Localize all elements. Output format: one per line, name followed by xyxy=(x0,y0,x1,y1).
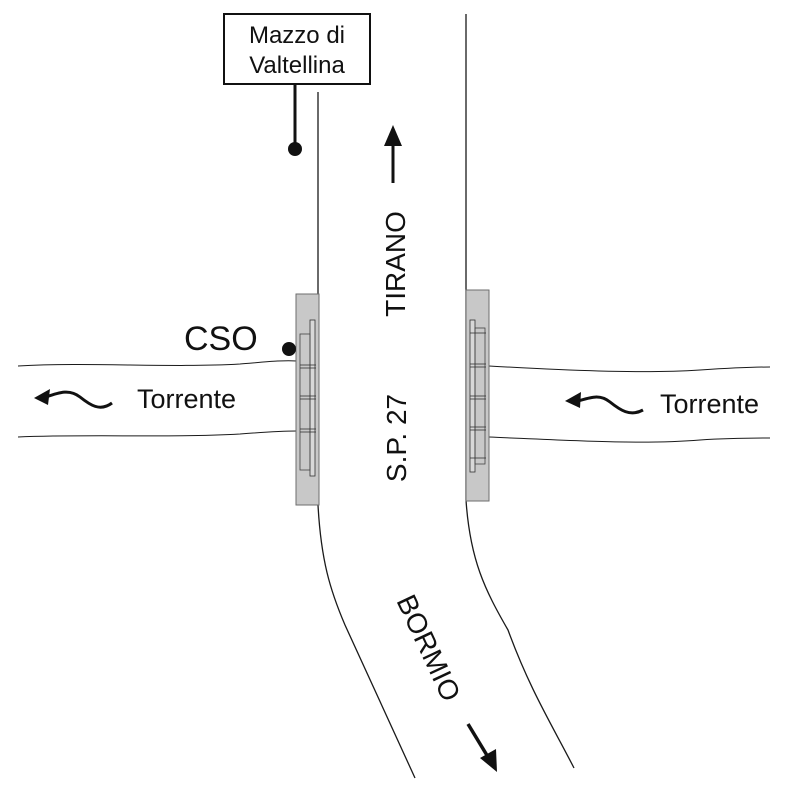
cso-label: CSO xyxy=(184,320,258,358)
road-direction-bormio: BORMIO xyxy=(391,590,467,706)
stream-bank-left-bottom xyxy=(17,430,298,438)
town-label-line2: Valtellina xyxy=(249,52,345,79)
arrow-north-icon xyxy=(384,125,402,183)
bridge-left xyxy=(295,293,320,506)
town-label-box xyxy=(223,13,371,85)
town-label-line1: Mazzo di xyxy=(249,22,345,49)
cso-marker xyxy=(282,342,296,356)
arrow-south-icon xyxy=(466,723,497,772)
road-edge-right xyxy=(465,14,575,769)
flow-arrow-left-icon xyxy=(34,389,113,409)
bridge-right xyxy=(465,289,490,502)
road-name-label: S.P. 27 xyxy=(381,394,412,482)
stream-bank-right-bottom xyxy=(488,436,771,443)
road-direction-tirano: TIRANO xyxy=(380,211,411,317)
stream-label-right: Torrente xyxy=(660,389,759,419)
stream-label-left: Torrente xyxy=(137,384,236,414)
town-location-marker xyxy=(288,142,302,156)
stream-bank-right-top xyxy=(488,365,771,373)
flow-arrow-right-icon xyxy=(565,392,644,415)
stream-bank-left-top xyxy=(17,360,298,367)
road-edge-left xyxy=(317,92,416,779)
